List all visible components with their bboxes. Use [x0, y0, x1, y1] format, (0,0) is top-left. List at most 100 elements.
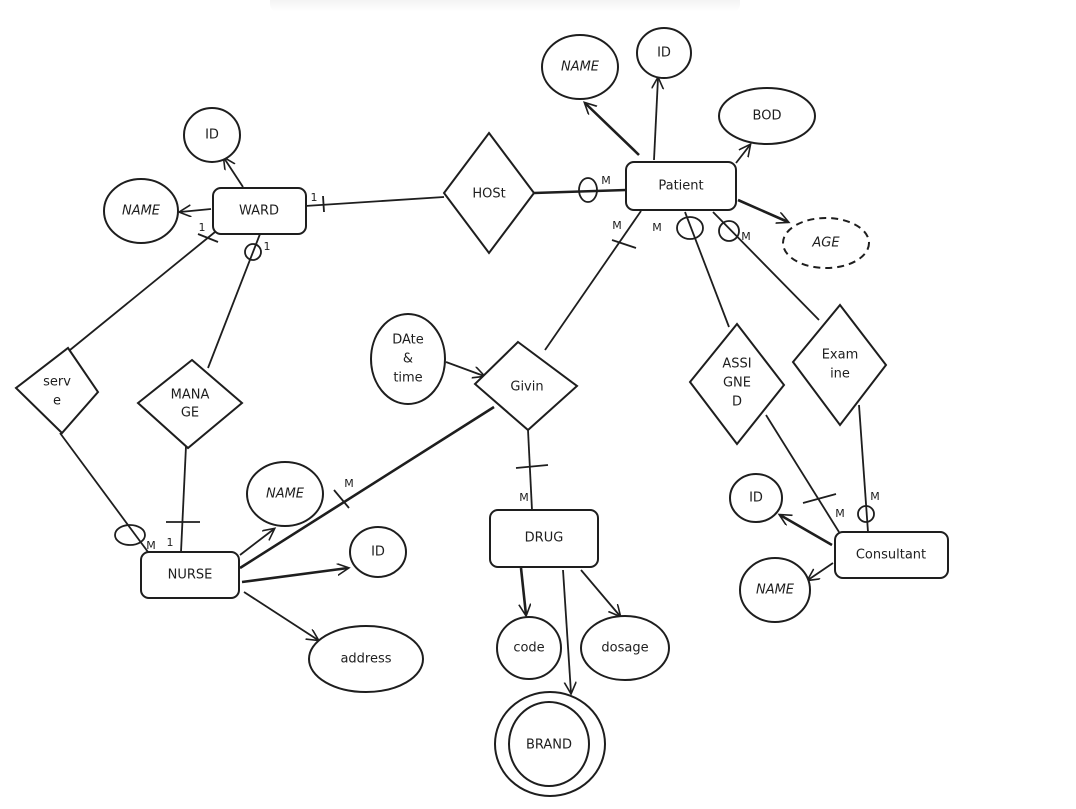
patient-age-arrow: [737, 198, 788, 222]
givin-patient-tick: [611, 239, 637, 249]
attribute-drug-brand-multivalued[interactable]: BRAND: [494, 691, 606, 797]
patient-assigned-line: [684, 211, 730, 328]
examine-consultant-optional-circle: [857, 505, 875, 523]
cardinality-assigned-consultant: M: [835, 507, 845, 520]
attribute-datetime-label-line3: time: [393, 371, 422, 386]
nurse-address-arrow: [243, 591, 318, 640]
attribute-ward-id[interactable]: ID: [183, 107, 241, 163]
datetime-givin-arrow: [445, 361, 484, 376]
attribute-patient-bod-label: BOD: [753, 109, 782, 124]
attribute-nurse-name[interactable]: NAME: [246, 461, 324, 527]
entity-consultant-label: Consultant: [856, 548, 926, 563]
givin-drug-tick: [515, 464, 549, 469]
examine-consultant-line: [858, 404, 869, 533]
attribute-nurse-name-label: NAME: [266, 487, 305, 502]
relationship-assigned-label-line2: GNE: [723, 376, 751, 391]
attribute-patient-bod[interactable]: BOD: [718, 87, 816, 145]
entity-nurse-label: NURSE: [168, 568, 213, 583]
cardinality-examine-patient: M: [741, 230, 751, 243]
entity-ward[interactable]: WARD: [212, 187, 307, 235]
cardinality-examine-consultant: M: [870, 490, 880, 503]
ward-manage-line: [207, 233, 261, 369]
relationship-serve-label-line2: e: [53, 394, 61, 409]
cardinality-givin-drug: M: [519, 491, 529, 504]
consultant-name-arrow: [808, 562, 834, 580]
consultant-id-arrow: [780, 515, 833, 547]
relationship-manage-label-line1: MANA: [171, 388, 210, 403]
relationship-givin[interactable]: Givin: [473, 340, 579, 432]
patient-bod-arrow: [735, 145, 750, 164]
ward-host-tick: [322, 195, 325, 213]
attribute-patient-id[interactable]: ID: [636, 27, 692, 79]
ward-name-arrow: [180, 209, 212, 212]
attribute-nurse-id-label: ID: [371, 545, 385, 560]
cardinality-ward-manage: 1: [264, 240, 271, 253]
cardinality-host-patient: M: [601, 174, 611, 187]
relationship-manage-label-line2: GE: [181, 406, 199, 421]
relationship-serve[interactable]: serv e: [14, 346, 100, 435]
host-patient-line: [533, 188, 627, 195]
relationship-givin-label: Givin: [510, 380, 543, 395]
entity-drug[interactable]: DRUG: [489, 509, 599, 568]
entity-patient[interactable]: Patient: [625, 161, 737, 211]
attribute-ward-id-label: ID: [205, 128, 219, 143]
attribute-patient-name[interactable]: NAME: [541, 34, 619, 100]
ward-serve-tick: [197, 233, 219, 243]
connectors: [59, 78, 875, 693]
relationship-host[interactable]: HOSt: [442, 131, 536, 255]
cardinality-manage-nurse: 1: [167, 536, 174, 549]
attribute-ward-name-label: NAME: [122, 204, 161, 219]
entity-consultant[interactable]: Consultant: [834, 531, 949, 579]
relationship-assigned-label-line3: D: [732, 395, 742, 410]
cardinality-ward-serve: 1: [199, 221, 206, 234]
attribute-drug-code[interactable]: code: [496, 616, 562, 680]
nurse-givin-line: [239, 405, 495, 570]
relationship-host-label: HOSt: [472, 187, 505, 202]
attribute-drug-brand-label: BRAND: [526, 738, 572, 753]
cardinality-givin-nurse: M: [344, 477, 354, 490]
attribute-datetime-label-line1: DAte: [392, 333, 424, 348]
attribute-patient-name-label: NAME: [561, 60, 600, 75]
nurse-id-arrow: [241, 568, 348, 584]
patient-assigned-optional-circle: [676, 216, 704, 240]
attribute-datetime-label-line2: &: [403, 352, 413, 367]
attribute-consultant-name[interactable]: NAME: [739, 557, 811, 623]
drug-dosage-arrow: [580, 569, 620, 616]
relationship-assigned-label-line1: ASSI: [722, 357, 751, 372]
cardinality-assigned-patient: M: [652, 221, 662, 234]
attribute-consultant-id-label: ID: [749, 491, 763, 506]
ward-manage-optional-circle: [244, 243, 262, 261]
attribute-givin-datetime[interactable]: DAte & time: [370, 313, 446, 405]
relationship-assigned[interactable]: ASSI GNE D: [688, 322, 786, 446]
attribute-nurse-address[interactable]: address: [308, 625, 424, 693]
attribute-consultant-id[interactable]: ID: [729, 473, 783, 523]
attribute-drug-dosage[interactable]: dosage: [580, 615, 670, 681]
assigned-consultant-tick: [802, 493, 837, 504]
attribute-drug-dosage-label: dosage: [601, 641, 648, 656]
attribute-nurse-address-label: address: [340, 652, 391, 667]
relationship-examine[interactable]: Exam ine: [791, 303, 888, 427]
patient-id-arrow: [654, 78, 658, 161]
attribute-patient-age-label: AGE: [811, 236, 840, 251]
manage-nurse-line: [180, 445, 187, 553]
entity-nurse[interactable]: NURSE: [140, 551, 240, 599]
drug-brand-arrow: [562, 569, 571, 693]
attribute-ward-name[interactable]: NAME: [103, 178, 179, 244]
relationship-examine-label-line1: Exam: [822, 348, 859, 363]
givin-patient-line: [544, 210, 642, 351]
serve-nurse-line: [59, 432, 149, 553]
ward-id-arrow: [224, 158, 244, 188]
entity-patient-label: Patient: [658, 179, 703, 194]
patient-examine-line: [712, 211, 820, 321]
ward-serve-line: [69, 231, 216, 351]
ward-host-line: [304, 196, 445, 207]
relationship-manage[interactable]: MANA GE: [136, 358, 244, 450]
top-toolbar-shadow: [270, 0, 740, 12]
patient-name-arrow: [585, 103, 640, 156]
attribute-patient-age-derived[interactable]: AGE: [782, 217, 870, 269]
host-patient-optional-circle: [578, 177, 598, 203]
attribute-nurse-id[interactable]: ID: [349, 526, 407, 578]
entity-drug-label: DRUG: [525, 531, 564, 546]
relationship-serve-label-line1: serv: [43, 375, 71, 390]
